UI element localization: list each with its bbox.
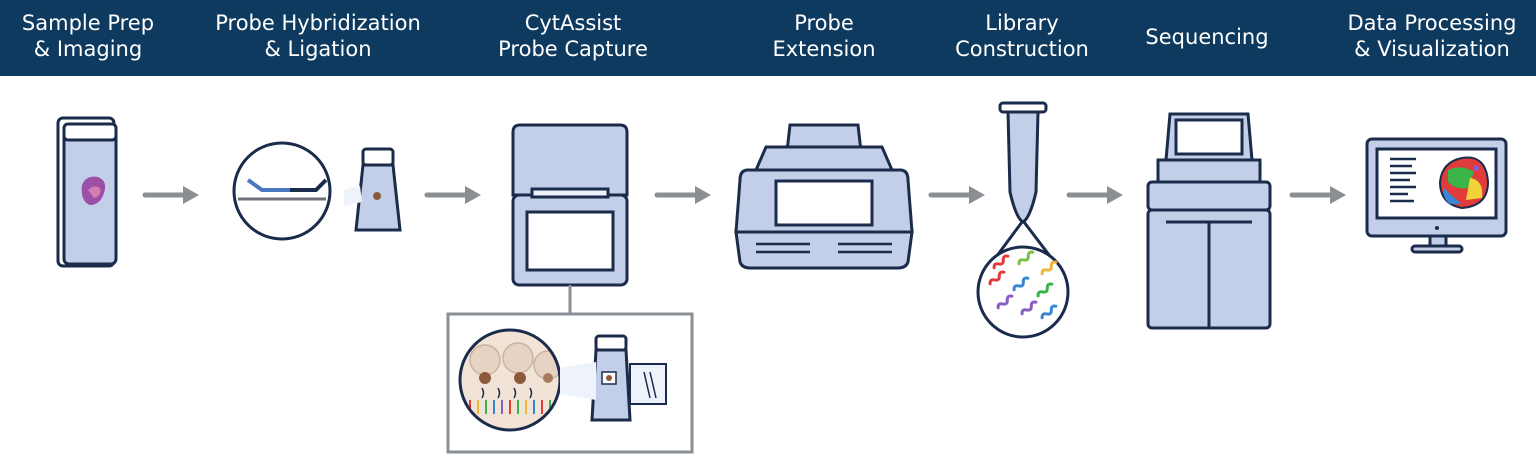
arrow-right-icon <box>928 186 985 204</box>
step-label-line: CytAssist <box>524 11 622 35</box>
step-label-line: Sample Prep <box>21 11 155 35</box>
step-label-line: & Imaging <box>33 37 143 61</box>
step-label-probe-hybridization: Probe Hybridization & Ligation <box>215 10 421 62</box>
step-label-data-processing: Data Processing & Visualization <box>1348 10 1517 62</box>
step-label-library-construction: Library Construction <box>955 10 1089 62</box>
hybridization-magnifier-icon <box>232 141 332 241</box>
arrow-right-icon <box>1066 186 1123 204</box>
step-label-line: & Ligation <box>264 37 372 61</box>
step-label-line: Extension <box>772 37 876 61</box>
cytassist-inset-panel <box>446 312 694 454</box>
cytassist-instrument-icon <box>511 123 629 313</box>
step-label-line: Data Processing <box>1347 11 1517 35</box>
tube-icon <box>344 147 402 232</box>
step-label-line: Probe Hybridization <box>215 11 421 35</box>
thermal-cycler-icon <box>734 123 914 270</box>
arrows <box>142 186 1346 204</box>
step-label-cytassist: CytAssist Probe Capture <box>498 10 648 62</box>
step-label-probe-extension: Probe Extension <box>772 10 875 62</box>
monitor-icon <box>1365 137 1508 254</box>
step-label-line: Construction <box>955 37 1089 61</box>
sequencer-icon <box>1146 112 1272 330</box>
step-label-line: Library <box>985 11 1059 35</box>
step-label-line: Probe Capture <box>498 37 648 61</box>
slide-icon <box>56 116 118 268</box>
arrow-right-icon <box>424 186 481 204</box>
step-label-line: Sequencing <box>1145 25 1269 49</box>
arrow-right-icon <box>1289 186 1346 204</box>
step-label-sequencing: Sequencing <box>1145 24 1268 50</box>
header-bar <box>0 0 1536 76</box>
arrow-right-icon <box>142 186 199 204</box>
library-magnifier-icon <box>976 245 1070 339</box>
step-label-line: Probe <box>794 11 854 35</box>
arrow-right-icon <box>654 186 711 204</box>
step-label-sample-prep: Sample Prep & Imaging <box>22 10 154 62</box>
step-label-line: & Visualization <box>1354 37 1510 61</box>
